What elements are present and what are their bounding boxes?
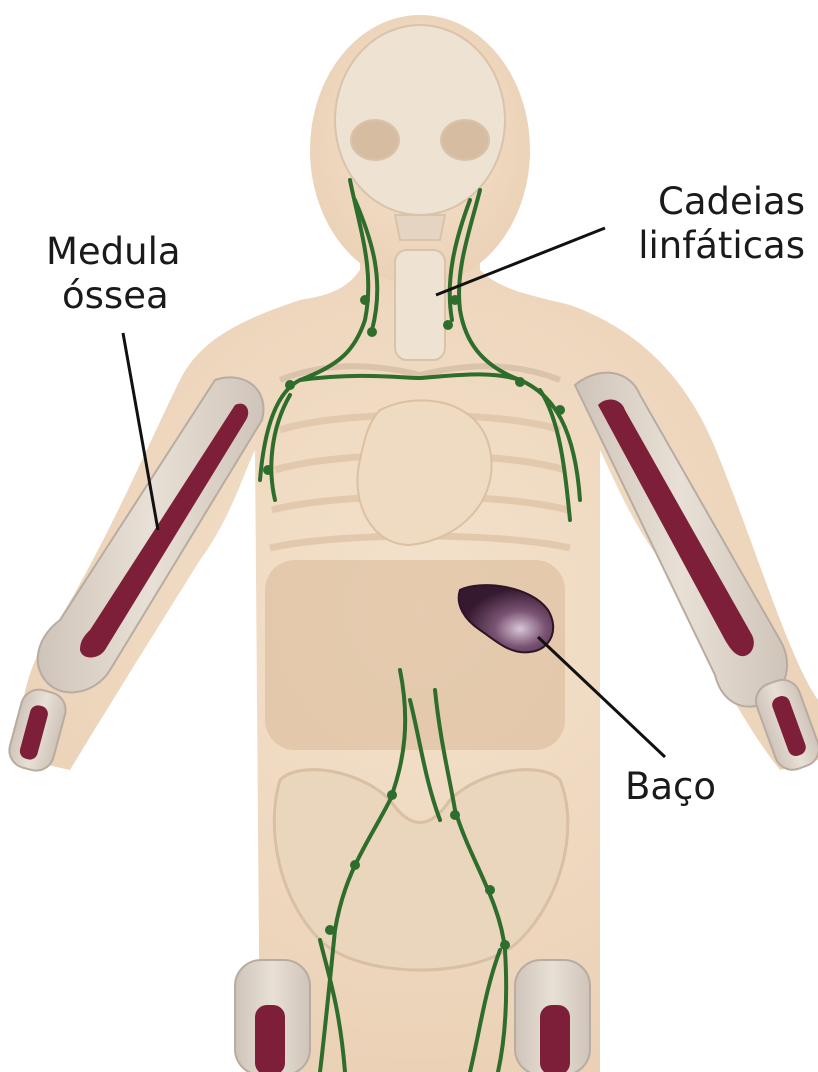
label-lymph-chains: Cadeias linfáticas xyxy=(600,180,805,268)
label-bone-marrow: Medula óssea xyxy=(46,230,181,318)
label-lymph-chains-line-1: Cadeias xyxy=(600,180,805,224)
label-bone-marrow-line-2: óssea xyxy=(46,274,181,318)
label-spleen-line-1: Baço xyxy=(625,765,716,809)
left-humerus xyxy=(38,377,264,692)
label-spleen: Baço xyxy=(625,765,716,809)
label-bone-marrow-line-1: Medula xyxy=(46,230,181,274)
label-lymph-chains-line-2: linfáticas xyxy=(600,224,805,268)
